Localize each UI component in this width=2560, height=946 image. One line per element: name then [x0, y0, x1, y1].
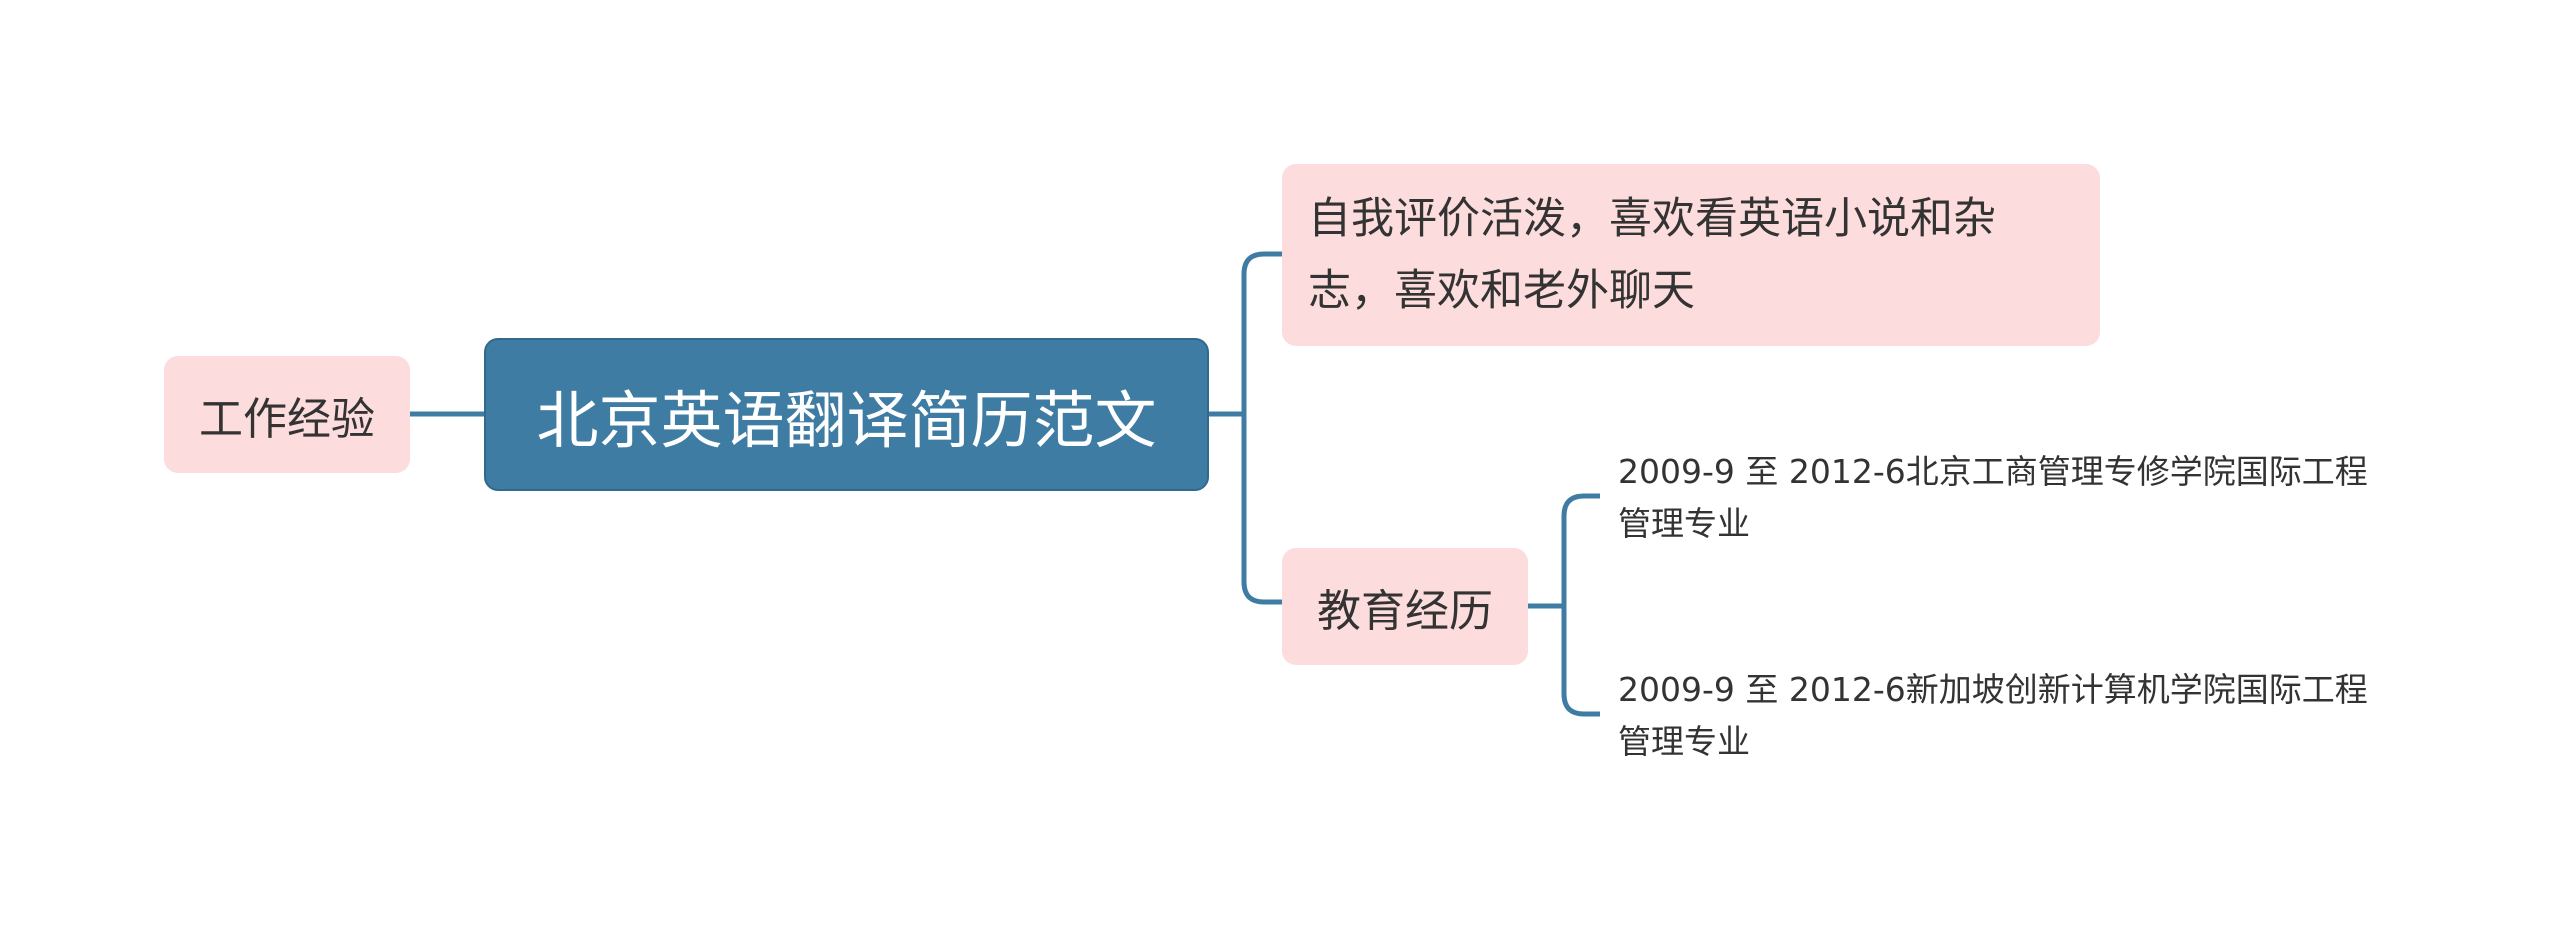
branch-self-evaluation[interactable]: 自我评价活泼，喜欢看英语小说和杂志，喜欢和老外聊天 [1282, 164, 2100, 346]
branch-education[interactable]: 教育经历 [1282, 548, 1528, 665]
education-item-label: 2009-9 至 2012-6新加坡创新计算机学院国际工程管理专业 [1618, 670, 2368, 761]
root-label: 北京英语翻译简历范文 [536, 383, 1157, 457]
branch-label: 自我评价活泼，喜欢看英语小说和杂志，喜欢和老外聊天 [1308, 194, 1996, 316]
branch-work-experience[interactable]: 工作经验 [164, 356, 410, 473]
connector-education [1241, 414, 1282, 605]
connector-self-eval [1241, 251, 1282, 414]
connector-leaf-1 [1561, 493, 1600, 717]
education-item[interactable]: 2009-9 至 2012-6新加坡创新计算机学院国际工程管理专业 [1618, 664, 2368, 768]
branch-label: 教育经历 [1317, 585, 1493, 637]
branch-label: 工作经验 [199, 393, 375, 445]
education-item[interactable]: 2009-9 至 2012-6北京工商管理专修学院国际工程管理专业 [1618, 446, 2368, 550]
root-topic[interactable]: 北京英语翻译简历范文 [484, 338, 1209, 491]
education-item-label: 2009-9 至 2012-6北京工商管理专修学院国际工程管理专业 [1618, 452, 2368, 543]
